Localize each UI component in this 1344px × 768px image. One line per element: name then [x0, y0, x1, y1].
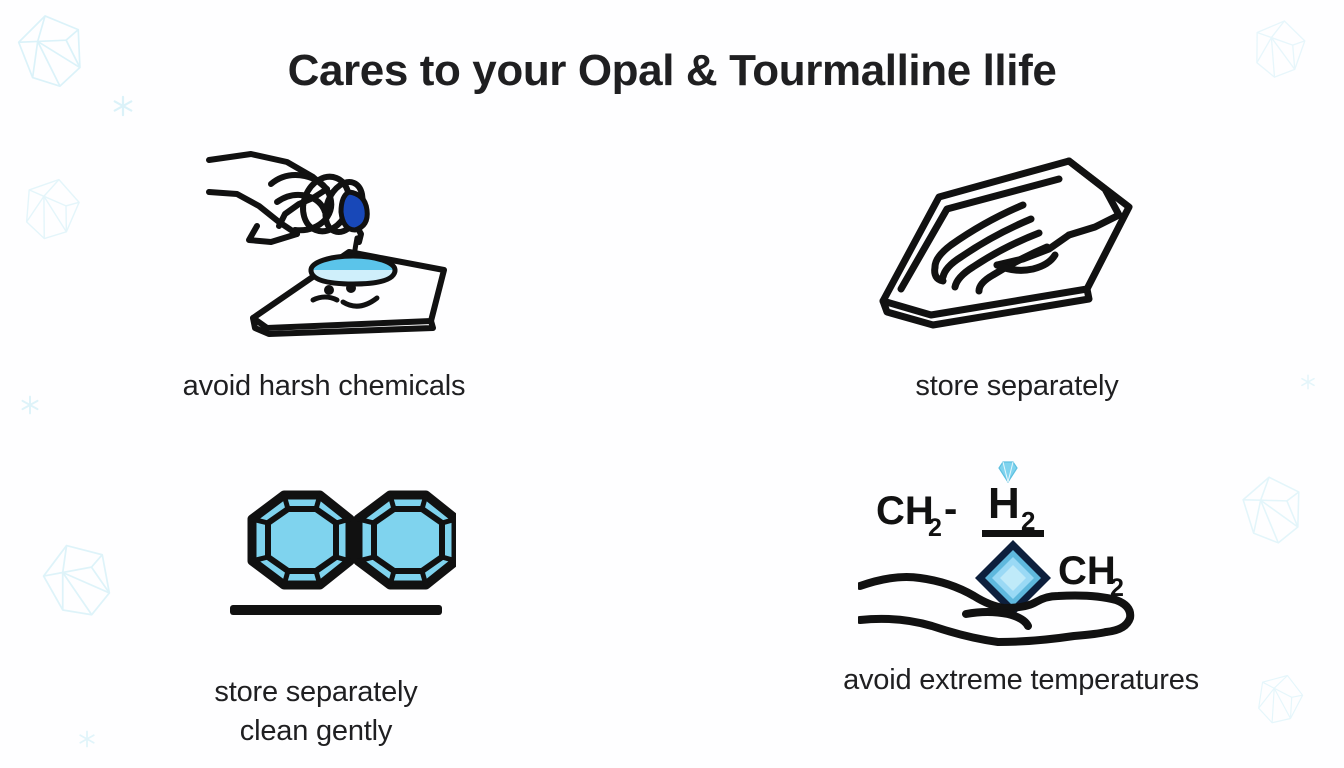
small-gem-icon: [998, 461, 1018, 484]
formula-numerator-term: H 2: [988, 479, 1035, 536]
tip-card-store-separately: store separately: [672, 120, 1344, 433]
svg-text:CH: CH: [1058, 549, 1116, 593]
formula-fraction-bar: [982, 529, 1044, 537]
tip-caption-line: clean gently: [239, 714, 393, 747]
tip-figure-2: [216, 459, 456, 659]
open-palm-shape: [858, 572, 1135, 646]
gem-base-bar-shape: [230, 604, 442, 615]
tip-caption-2: store separately clean gently: [214, 673, 417, 750]
gem-right-shape: [353, 490, 456, 590]
tips-grid: avoid harsh chemicals: [0, 120, 1344, 750]
svg-text:2: 2: [928, 514, 942, 542]
hand-wiping-cloth-icon: [879, 157, 1133, 329]
tip-card-avoid-extreme-temperatures: CH 2 - H 2: [672, 433, 1344, 750]
tip-caption-line: avoid harsh chemicals: [182, 370, 466, 402]
two-octagon-gems-on-bar-icon: [230, 490, 456, 615]
decor-sparkle-top-left: [112, 95, 134, 122]
tip-card-clean-gently: store separately clean gently: [0, 433, 672, 750]
formula-right-term: CH 2: [1058, 549, 1124, 602]
svg-text:H: H: [988, 479, 1020, 528]
tip-caption-line: store separately: [214, 676, 418, 709]
tip-caption-line: avoid extreme temperatures: [843, 664, 1199, 697]
formula-left-term: CH 2 -: [876, 487, 957, 542]
page-title: Cares to your Opal & Tourmalline llife: [287, 46, 1057, 95]
tip-figure-0: [201, 132, 471, 347]
tip-caption-1: store separately: [915, 367, 1118, 405]
tip-figure-3: CH 2 - H 2: [858, 453, 1158, 653]
svg-text:CH: CH: [876, 489, 934, 533]
tip-card-avoid-harsh-chemicals: avoid harsh chemicals: [0, 120, 672, 433]
chemical-formula-over-open-palm-icon: CH 2 - H 2: [858, 461, 1135, 646]
tip-figure-1: [873, 134, 1143, 349]
hand-pouring-liquid-bottle-onto-cloth-icon: [206, 151, 447, 337]
bottle-cap-shape: [338, 189, 370, 233]
svg-text:2: 2: [1021, 506, 1035, 536]
gem-left-shape: [247, 490, 355, 590]
tip-caption-0: avoid harsh chemicals: [183, 367, 466, 405]
diamond-gem-icon: [975, 539, 1051, 616]
tip-caption-line: store separately: [915, 370, 1119, 402]
svg-text:-: -: [944, 487, 957, 531]
svg-text:2: 2: [1110, 574, 1124, 602]
tip-caption-3: avoid extreme temperatures: [843, 661, 1199, 699]
